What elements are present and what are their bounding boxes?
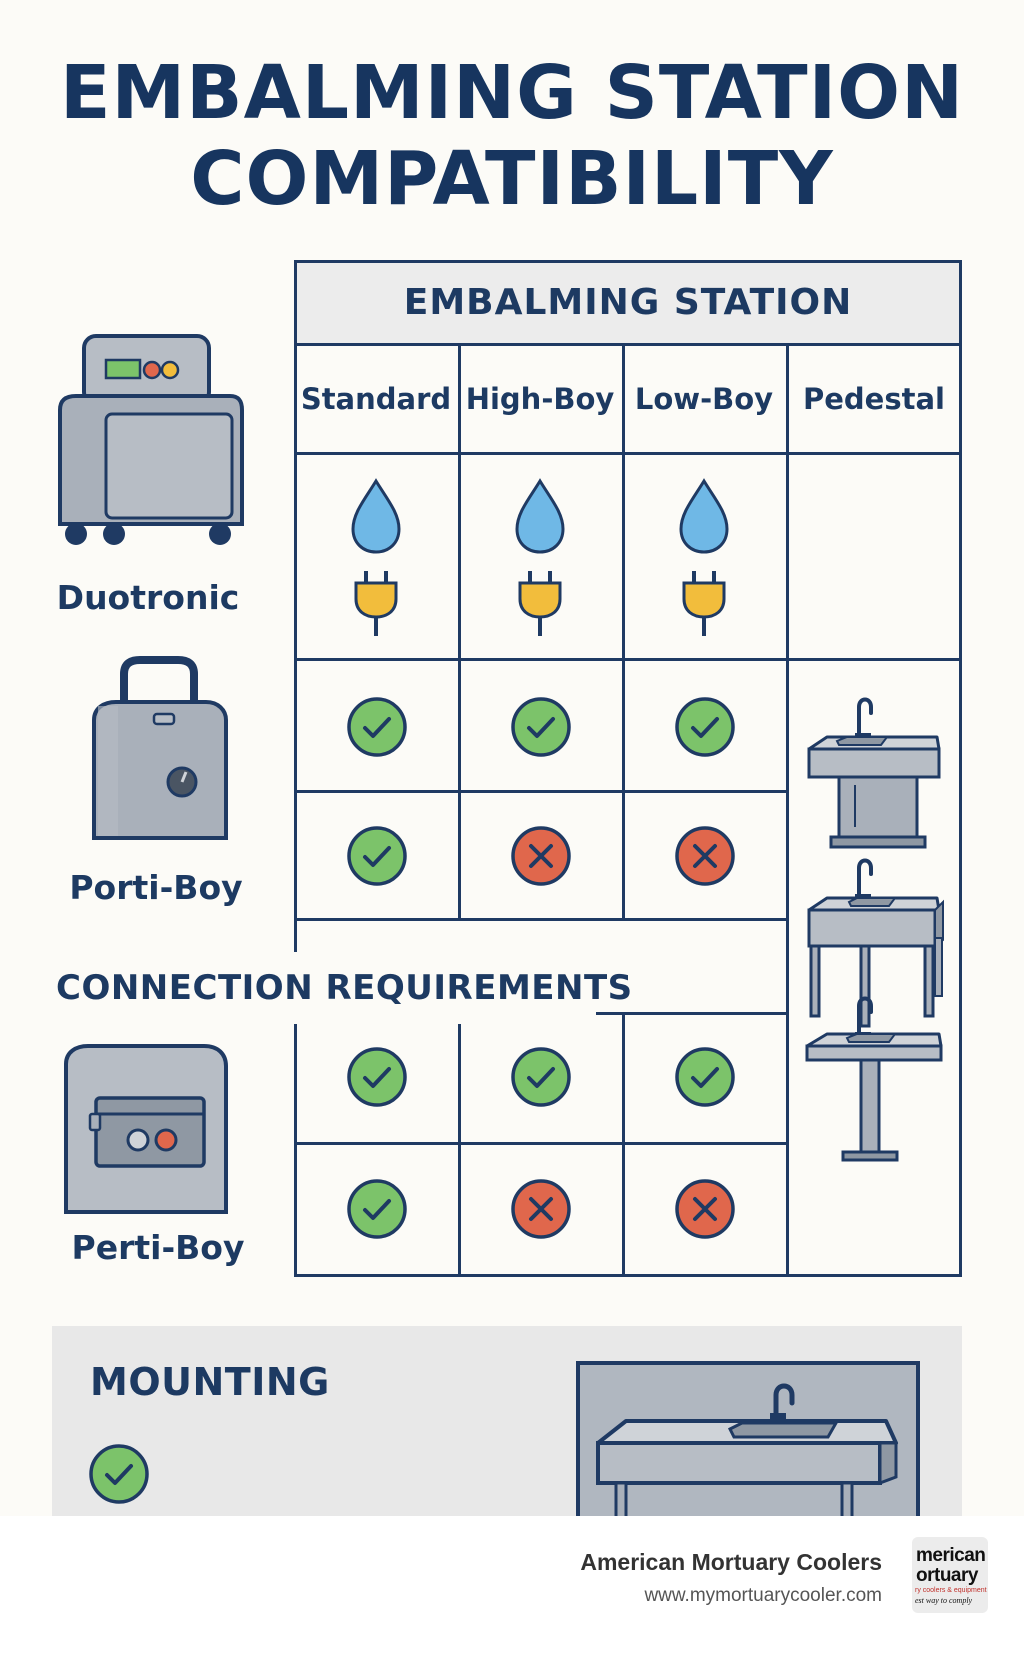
pedestal-sink-icon xyxy=(799,988,949,1182)
duotronic-machine-icon xyxy=(54,330,244,556)
power-plug-icon xyxy=(354,571,398,636)
mounting-title: MOUNTING xyxy=(90,1360,330,1404)
check-icon xyxy=(674,696,736,762)
grid-line xyxy=(294,658,962,661)
table-header: EMBALMING STATION xyxy=(403,282,853,323)
grid-line xyxy=(622,346,625,920)
water-drop-icon xyxy=(351,478,401,554)
column-header-high-boy: High-Boy xyxy=(465,382,615,416)
water-power-cell xyxy=(505,475,575,649)
mounting-sink-frame xyxy=(576,1361,920,1516)
power-plug-icon xyxy=(682,571,726,636)
grid-line xyxy=(294,918,789,921)
standard-sink-icon xyxy=(799,687,949,871)
check-icon xyxy=(510,696,572,762)
grid-line xyxy=(959,260,962,1277)
check-icon xyxy=(510,1046,572,1112)
machine-label-perti-boy: Perti-Boy xyxy=(71,1228,245,1267)
grid-line xyxy=(294,790,789,793)
footer xyxy=(0,1516,1024,1666)
grid-line xyxy=(294,260,962,263)
power-plug-icon xyxy=(518,571,562,636)
logo-text-1: merican xyxy=(916,1545,986,1566)
water-drop-icon xyxy=(515,478,565,554)
connection-requirements-label: CONNECTION REQUIREMENTS xyxy=(56,952,632,1024)
cross-icon xyxy=(510,1178,572,1244)
logo-text-2: ortuary xyxy=(916,1565,978,1586)
water-drop-icon xyxy=(679,478,729,554)
column-header-standard: Standard xyxy=(300,382,452,416)
table-header-band xyxy=(297,263,959,343)
machine-label-porti-boy: Porti-Boy xyxy=(69,868,243,907)
mounting-panel xyxy=(52,1326,962,1516)
column-header-pedestal: Pedestal xyxy=(803,382,945,416)
check-icon xyxy=(674,1046,736,1112)
check-icon xyxy=(346,1046,408,1112)
column-header-low-boy: Low-Boy xyxy=(634,382,774,416)
grid-line xyxy=(458,1012,461,1277)
compatibility-table: EMBALMING STATION Standard High-Boy Low-… xyxy=(294,260,962,1277)
grid-line xyxy=(786,346,789,1277)
check-icon xyxy=(346,825,408,891)
perti-boy-machine-icon xyxy=(62,1042,232,1220)
grid-line xyxy=(294,1142,789,1145)
brand-name: American Mortuary Coolers xyxy=(580,1549,882,1575)
title-line-2: COMPATIBILITY xyxy=(190,136,834,222)
cross-icon xyxy=(674,1178,736,1244)
high-boy-sink-icon xyxy=(799,850,949,1034)
porti-boy-machine-icon xyxy=(90,656,232,852)
water-power-cell xyxy=(669,475,739,649)
website-link[interactable]: www.mymortuarycooler.com xyxy=(644,1585,882,1606)
counter-sink-icon xyxy=(596,1383,898,1516)
cross-icon xyxy=(674,825,736,891)
logo-text-4: est way to comply xyxy=(915,1596,973,1605)
grid-line xyxy=(294,260,297,1277)
check-icon xyxy=(346,1178,408,1244)
grid-line xyxy=(294,452,962,455)
grid-line xyxy=(458,346,461,920)
grid-line xyxy=(622,1012,625,1277)
page-title: EMBALMING STATION COMPATIBILITY xyxy=(0,50,1024,222)
logo-text-3: ry coolers & equipment xyxy=(915,1587,987,1594)
check-icon xyxy=(346,696,408,762)
machine-label-duotronic: Duotronic xyxy=(56,578,240,617)
cross-icon xyxy=(510,825,572,891)
grid-line xyxy=(294,1274,962,1277)
company-logo: merican ortuary ry coolers & equipment e… xyxy=(912,1537,988,1613)
title-line-1: EMBALMING STATION xyxy=(59,50,965,136)
mounting-check-icon xyxy=(88,1443,150,1509)
grid-line xyxy=(294,343,962,346)
water-power-cell xyxy=(341,475,411,649)
